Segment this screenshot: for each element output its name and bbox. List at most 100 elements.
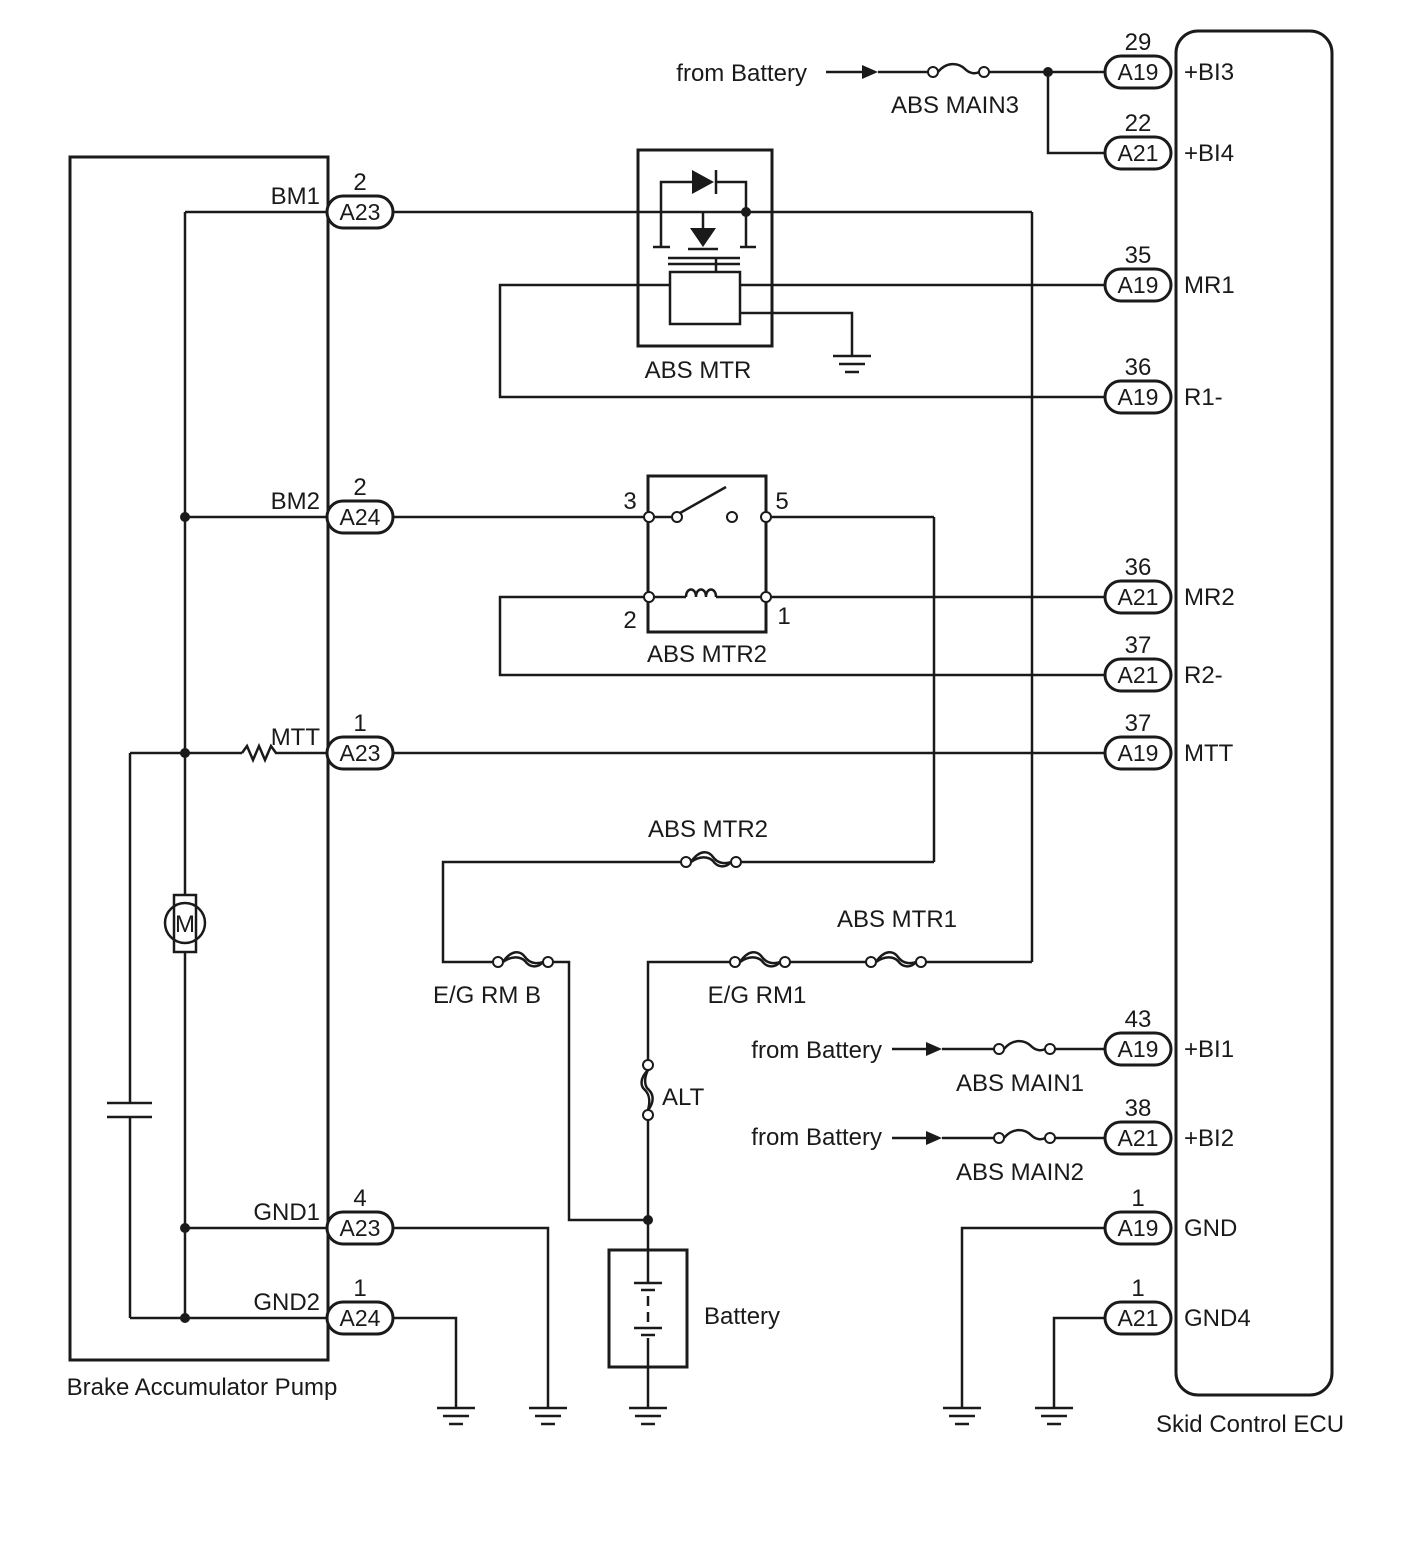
pin-name: MTT bbox=[1184, 740, 1234, 767]
pin-connector: A19 43 +BI1 bbox=[1103, 1006, 1234, 1067]
ecu-label: Skid Control ECU bbox=[1156, 1411, 1344, 1438]
battery-source-label: from Battery bbox=[751, 1124, 882, 1151]
pin-number: 43 bbox=[1125, 1006, 1152, 1033]
pin-name: BM1 bbox=[271, 183, 320, 210]
relay2-terminal-1: 1 bbox=[777, 603, 790, 630]
pin-number: 29 bbox=[1125, 29, 1152, 56]
arrow-icon bbox=[926, 1131, 942, 1145]
pin-number: 1 bbox=[353, 710, 366, 737]
fuse-abs-mtr2-path: ABS MTR2 E/G RM B bbox=[433, 816, 934, 1222]
fuse-icon bbox=[729, 951, 791, 968]
pin-connector: A21 22 +BI4 bbox=[1103, 110, 1234, 171]
fuse-icon bbox=[865, 951, 927, 968]
fuse-icon bbox=[492, 951, 554, 968]
fuse-abs-mtr2-label: ABS MTR2 bbox=[648, 816, 768, 843]
connector-code: A24 bbox=[340, 1305, 381, 1331]
pin-number: 38 bbox=[1125, 1095, 1152, 1122]
fuse-abs-main2-label: ABS MAIN2 bbox=[956, 1159, 1084, 1186]
fuse-eg-rm-b-label: E/G RM B bbox=[433, 982, 541, 1009]
connector-code: A21 bbox=[1118, 1125, 1159, 1151]
pin-name: GND bbox=[1184, 1215, 1237, 1242]
pin-name: R2- bbox=[1184, 662, 1223, 689]
relay2-terminal-2: 2 bbox=[623, 607, 636, 634]
diode-icon bbox=[692, 170, 714, 194]
pin-connector: A21 38 +BI2 bbox=[1103, 1095, 1234, 1156]
coil-icon bbox=[684, 588, 718, 598]
brake-accumulator-pump: M Brake Accumulator Pump bbox=[67, 155, 338, 1401]
battery-label: Battery bbox=[704, 1303, 780, 1330]
pin-number: 35 bbox=[1125, 242, 1152, 269]
relay-abs-mtr-label: ABS MTR bbox=[645, 357, 752, 384]
ground-icon bbox=[437, 1406, 475, 1426]
supply-bi1: from Battery ABS MAIN1 bbox=[751, 1037, 1104, 1097]
skid-control-ecu: Skid Control ECU bbox=[1156, 29, 1344, 1438]
connector-code: A19 bbox=[1118, 272, 1159, 298]
transistor-diode-icon bbox=[690, 228, 716, 247]
ground-symbols bbox=[437, 1406, 1073, 1426]
fuse-abs-main1-label: ABS MAIN1 bbox=[956, 1070, 1084, 1097]
connector-code: A21 bbox=[1118, 140, 1159, 166]
connector-code: A23 bbox=[340, 740, 381, 766]
ground-icon bbox=[1035, 1406, 1073, 1426]
supply-bi2: from Battery ABS MAIN2 bbox=[751, 1124, 1104, 1186]
arrow-icon bbox=[862, 65, 878, 79]
pin-name: R1- bbox=[1184, 384, 1223, 411]
pin-number: 2 bbox=[353, 474, 366, 501]
battery: Battery bbox=[607, 1248, 780, 1408]
pin-name: GND1 bbox=[253, 1199, 320, 1226]
connector-code: A19 bbox=[1118, 1215, 1159, 1241]
ground-icon bbox=[629, 1406, 667, 1426]
pin-name: GND2 bbox=[253, 1289, 320, 1316]
fuse-abs-mtr1-label: ABS MTR1 bbox=[837, 906, 957, 933]
connector-code: A19 bbox=[1118, 59, 1159, 85]
pin-number: 36 bbox=[1125, 354, 1152, 381]
pin-number: 4 bbox=[353, 1185, 366, 1212]
capacitor-icon bbox=[107, 1101, 152, 1119]
resistor-icon bbox=[240, 742, 280, 764]
fuse-icon bbox=[993, 1128, 1056, 1144]
pin-number: 36 bbox=[1125, 554, 1152, 581]
pin-name: MR2 bbox=[1184, 584, 1235, 611]
ground-icon bbox=[833, 354, 871, 374]
connector-code: A21 bbox=[1118, 662, 1159, 688]
fuse-abs-main3-label: ABS MAIN3 bbox=[891, 92, 1019, 119]
pin-name: GND4 bbox=[1184, 1305, 1251, 1332]
pin-number: 22 bbox=[1125, 110, 1152, 137]
fuse-icon bbox=[993, 1039, 1056, 1055]
pin-name: MR1 bbox=[1184, 272, 1235, 299]
battery-source-label: from Battery bbox=[751, 1037, 882, 1064]
ground-icon bbox=[529, 1406, 567, 1426]
connector-code: A21 bbox=[1118, 584, 1159, 610]
pin-number: 1 bbox=[1131, 1185, 1144, 1212]
switch-icon bbox=[679, 485, 727, 515]
pump-label: Brake Accumulator Pump bbox=[67, 1374, 338, 1401]
fuse-abs-mtr1-path: ABS MTR1 E/G RM1 ALT bbox=[640, 906, 1032, 1250]
ecu-pin-connectors: A1929+BI3A2122+BI4A1935MR1A1936R1-A2136M… bbox=[1103, 29, 1251, 1336]
fuse-icon bbox=[640, 1059, 654, 1121]
pin-name: +BI4 bbox=[1184, 140, 1234, 167]
fuse-icon bbox=[680, 851, 742, 868]
supply-bi3-bi4: from Battery ABS MAIN3 bbox=[676, 60, 1104, 155]
relay2-terminal-3: 3 bbox=[623, 488, 636, 515]
pin-name: BM2 bbox=[271, 488, 320, 515]
pin-number: 37 bbox=[1125, 710, 1152, 737]
pin-number: 37 bbox=[1125, 632, 1152, 659]
pin-name: +BI1 bbox=[1184, 1036, 1234, 1063]
pin-name: +BI2 bbox=[1184, 1125, 1234, 1152]
fuse-icon bbox=[927, 62, 990, 78]
connector-code: A19 bbox=[1118, 1036, 1159, 1062]
pin-number: 1 bbox=[353, 1275, 366, 1302]
relay-abs-mtr2: 3 5 2 1 ABS MTR2 bbox=[392, 474, 1104, 862]
connector-code: A23 bbox=[340, 1215, 381, 1241]
